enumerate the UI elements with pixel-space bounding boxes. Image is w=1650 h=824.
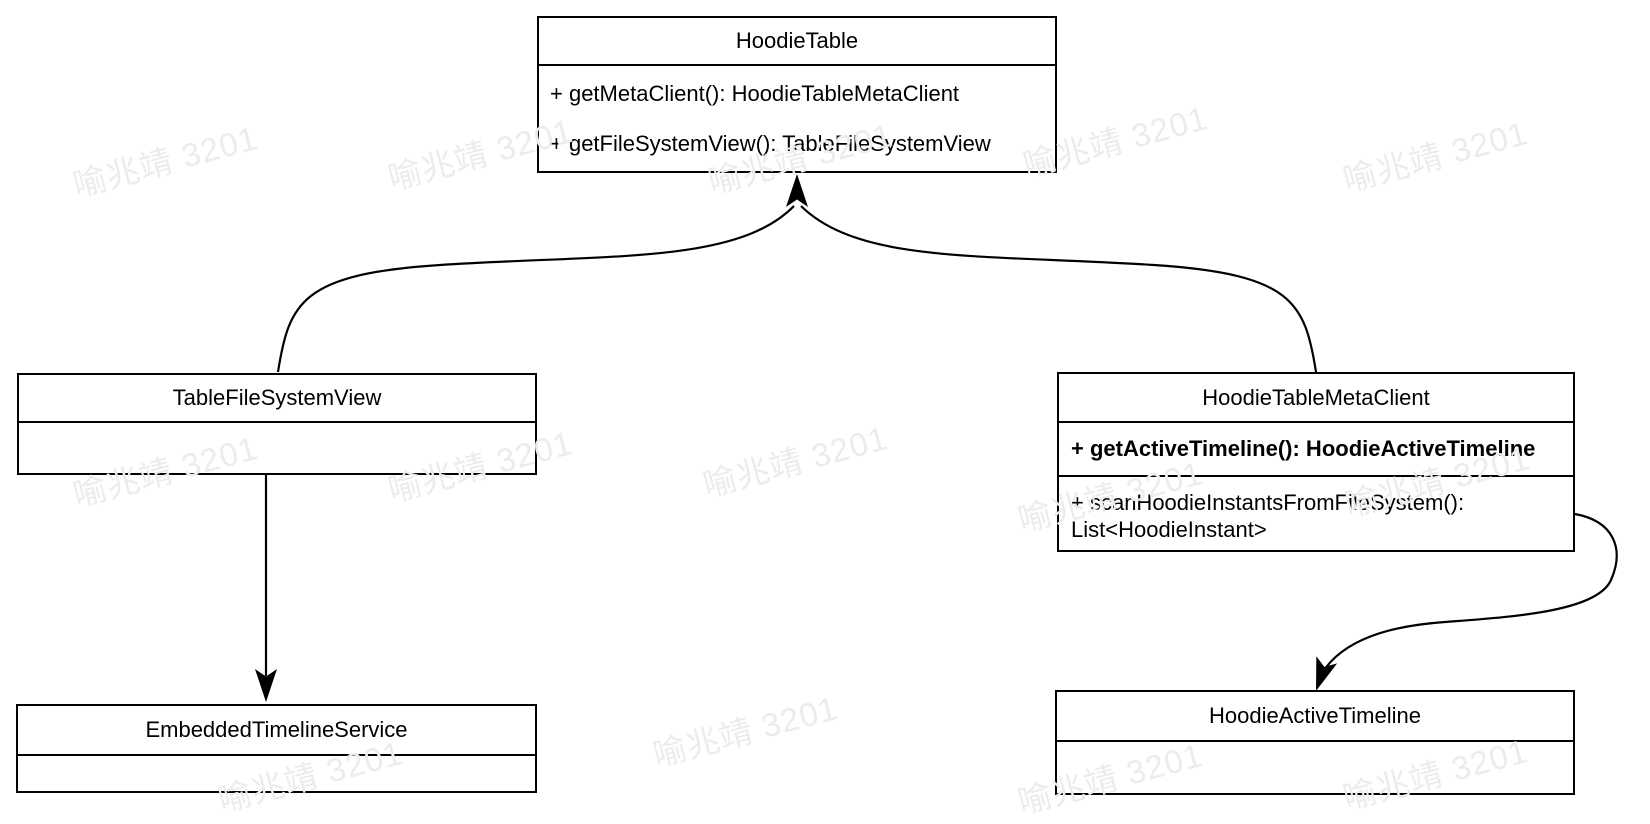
arrowhead-up-icon (786, 174, 808, 207)
watermark-text: 喻兆靖 3201 (1339, 114, 1532, 199)
watermark-text: 喻兆靖 3201 (699, 419, 892, 504)
class-box-hoodie-table: HoodieTable + getMetaClient(): HoodieTab… (537, 16, 1057, 173)
class-title: EmbeddedTimelineService (18, 706, 535, 756)
class-title: HoodieTable (539, 18, 1055, 66)
method-get-file-system-view: + getFileSystemView(): TableFileSystemVi… (550, 131, 991, 156)
method-get-meta-client: + getMetaClient(): HoodieTableMetaClient (550, 81, 960, 106)
method-get-active-timeline: + getActiveTimeline(): HoodieActiveTimel… (1059, 423, 1573, 477)
arrowhead-down-icon (255, 669, 277, 702)
class-box-hoodie-table-meta-client: HoodieTableMetaClient + getActiveTimelin… (1057, 372, 1575, 552)
watermark-text: 喻兆靖 3201 (649, 689, 842, 774)
edge-metaclient-to-hoodietable (800, 205, 1318, 373)
class-box-embedded-timeline-service: EmbeddedTimelineService (16, 704, 537, 793)
class-title: HoodieActiveTimeline (1057, 692, 1573, 742)
class-box-table-file-system-view: TableFileSystemView (17, 373, 537, 475)
class-box-hoodie-active-timeline: HoodieActiveTimeline (1055, 690, 1575, 795)
class-methods: + getMetaClient(): HoodieTableMetaClient… (539, 66, 1055, 159)
watermark-text: 喻兆靖 3201 (69, 119, 262, 204)
method-scan-hoodie-instants: + scanHoodieInstantsFromFileSystem(): Li… (1071, 490, 1465, 542)
class-title: HoodieTableMetaClient (1059, 374, 1573, 423)
edge-tablefilesystemview-to-hoodietable (276, 205, 795, 373)
class-title: TableFileSystemView (19, 375, 535, 423)
arrowhead-down-left-icon (1316, 656, 1338, 691)
